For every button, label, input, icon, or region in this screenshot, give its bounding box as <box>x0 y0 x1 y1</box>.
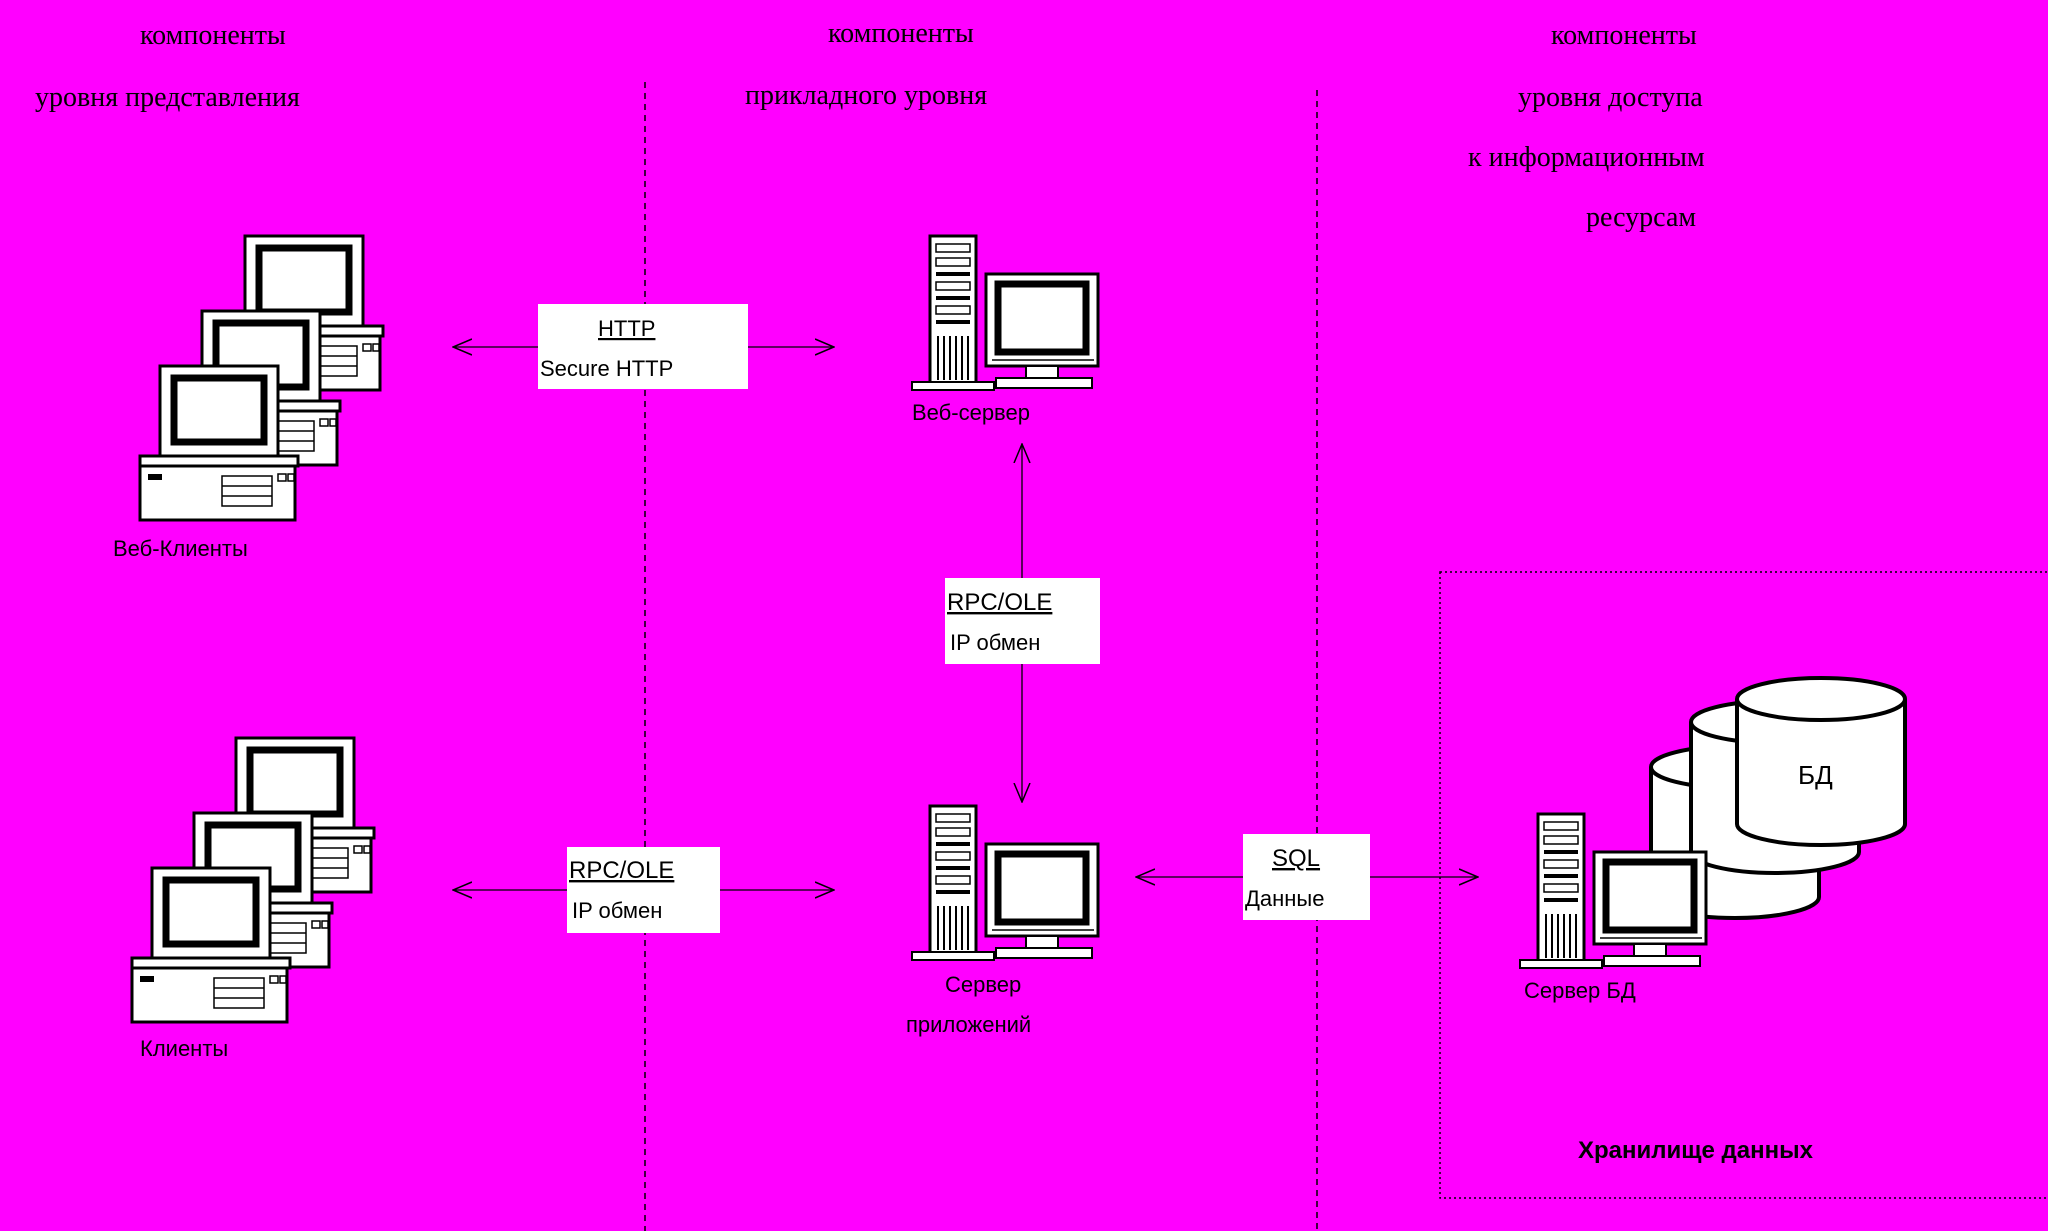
data-label: Данные <box>1245 886 1324 911</box>
rpc-clients-label: RPC/OLE <box>569 857 674 884</box>
web-server-group: Веб-сервер <box>912 236 1098 425</box>
header-data-access-line2: уровня доступа <box>1518 82 1703 113</box>
app-server-label-line2: приложений <box>906 1012 1031 1037</box>
web-clients-label: Веб-Клиенты <box>113 536 248 561</box>
header-data-access-line1: компоненты <box>1551 20 1697 51</box>
app-server-group: Сервер приложений <box>906 806 1098 1037</box>
workstation-stack-icon <box>132 738 374 1022</box>
db-server-label: Сервер БД <box>1524 978 1636 1003</box>
header-data-access-line4: ресурсам <box>1586 202 1696 233</box>
http-label: HTTP <box>598 316 655 341</box>
database-cylinder-icon: БД <box>1649 676 1907 920</box>
storage-label: Хранилище данных <box>1578 1137 1814 1164</box>
header-application-line2: прикладного уровня <box>745 80 987 111</box>
web-clients-group: Веб-Клиенты <box>113 236 383 561</box>
clients-label: Клиенты <box>140 1036 228 1061</box>
header-presentation-line2: уровня представления <box>35 82 300 113</box>
app-server-label-line1: Сервер <box>945 972 1021 997</box>
ip-exchange-clients-label: IP обмен <box>572 898 662 923</box>
http-label-box: HTTP Secure HTTP <box>538 304 748 389</box>
server-tower-icon <box>912 236 1098 390</box>
sql-label: SQL <box>1272 845 1320 872</box>
header-presentation-line1: компоненты <box>140 20 286 51</box>
database-label: БД <box>1798 760 1833 790</box>
storage-boundary <box>1439 571 2048 1199</box>
rpc-web-label-box: RPC/OLE IP обмен <box>945 578 1100 664</box>
web-server-label: Веб-сервер <box>912 400 1030 425</box>
rpc-web-label: RPC/OLE <box>947 589 1052 616</box>
rpc-clients-label-box: RPC/OLE IP обмен <box>567 847 720 933</box>
header-application: компоненты прикладного уровня <box>745 18 987 111</box>
sql-label-box: SQL Данные <box>1243 834 1370 920</box>
clients-group: Клиенты <box>132 738 374 1061</box>
server-tower-icon <box>912 806 1098 960</box>
header-data-access-line3: к информационным <box>1468 142 1705 173</box>
db-server-group: Сервер БД <box>1520 814 1706 1003</box>
secure-http-label: Secure HTTP <box>540 356 673 381</box>
header-data-access: компоненты уровня доступа к информационн… <box>1468 20 1705 233</box>
ip-exchange-web-label: IP обмен <box>950 630 1040 655</box>
header-presentation: компоненты уровня представления <box>35 20 300 113</box>
header-application-line1: компоненты <box>828 18 974 49</box>
workstation-stack-icon <box>140 236 383 520</box>
